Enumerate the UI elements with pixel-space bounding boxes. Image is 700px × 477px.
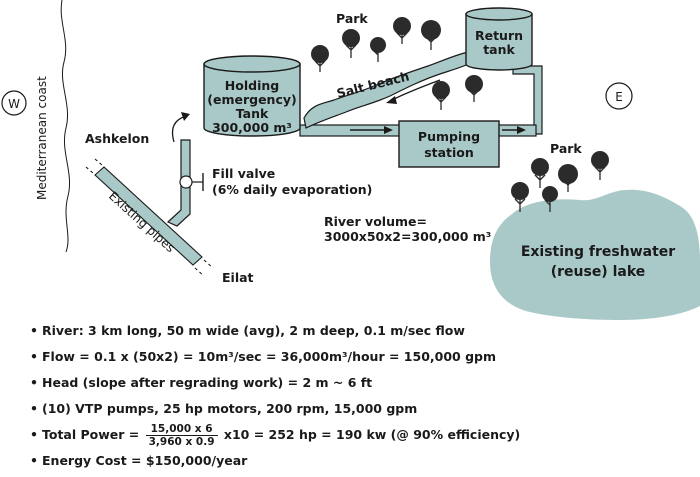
lake-label-2: (reuse) lake — [551, 264, 646, 280]
tree-icon — [342, 29, 360, 58]
tree-icon — [393, 17, 411, 44]
west-compass-circle — [1, 90, 27, 116]
freshwater-lake — [490, 189, 700, 320]
tree-icon — [531, 158, 549, 188]
pumping-station-label-2: station — [424, 145, 474, 160]
feed-pipe — [166, 139, 191, 227]
west-compass-label: W — [8, 97, 20, 111]
power-fraction: 15,000 x 6 3,960 x 0.9 — [145, 423, 218, 448]
river-volume-label-2: 3000x50x2=300,000 m³ — [324, 229, 491, 244]
note-head: Head (slope after regrading work) = 2 m … — [30, 370, 690, 396]
tree-icon — [542, 186, 558, 212]
tree-icon — [591, 151, 609, 180]
calculation-notes: River: 3 km long, 50 m wide (avg), 2 m d… — [30, 318, 690, 474]
fill-valve-sublabel: (6% daily evaporation) — [212, 182, 372, 197]
note-energy-cost: Energy Cost = $150,000/year — [30, 448, 690, 474]
return-tank-label-1: Return — [475, 28, 523, 43]
fill-valve-icon — [179, 175, 193, 189]
existing-pipes-label: Existing pipes — [106, 189, 177, 255]
note-river: River: 3 km long, 50 m wide (avg), 2 m d… — [30, 318, 690, 344]
note-flow: Flow = 0.1 x (50x2) = 10m³/sec = 36,000m… — [30, 344, 690, 370]
pumping-station — [398, 120, 500, 168]
power-prefix: Total Power = — [42, 427, 140, 442]
coast-label: Mediterranean coast — [35, 76, 49, 200]
salt-beach-arrow — [391, 79, 441, 101]
river-volume-label-1: River volume= — [324, 214, 427, 229]
lake-label-1: Existing freshwater — [521, 244, 675, 260]
note-pumps: (10) VTP pumps, 25 hp motors, 200 rpm, 1… — [30, 396, 690, 422]
tree-icon — [421, 20, 441, 50]
return-pipe — [504, 65, 543, 135]
eilat-label: Eilat — [222, 270, 254, 285]
holding-tank-label-4: 300,000 m³ — [212, 120, 292, 135]
fill-valve-label: Fill valve — [212, 166, 275, 181]
power-suffix: x10 = 252 hp = 190 kw (@ 90% efficiency) — [223, 427, 521, 442]
salt-beach-river — [303, 51, 480, 129]
coastline — [60, 0, 70, 253]
return-tank — [465, 7, 533, 71]
holding-tank-label-1: Holding — [225, 78, 279, 93]
note-total-power: Total Power = 15,000 x 6 3,960 x 0.9 x10… — [30, 422, 690, 448]
tree-icon — [465, 75, 483, 102]
tree-icon — [511, 182, 529, 212]
tree-icon — [432, 81, 450, 110]
holding-tank — [203, 55, 301, 137]
tree-icon — [370, 37, 386, 62]
tree-icon — [311, 45, 329, 72]
pumping-station-label-1: Pumping — [418, 129, 480, 144]
ashkelon-label: Ashkelon — [85, 131, 149, 146]
power-numerator: 15,000 x 6 — [145, 423, 218, 436]
park-label-top: Park — [336, 11, 368, 26]
holding-tank-label-3: Tank — [236, 106, 269, 121]
power-denominator: 3,960 x 0.9 — [148, 436, 215, 448]
return-tank-label-2: tank — [483, 42, 515, 57]
existing-pipes — [85, 158, 214, 277]
east-compass-label: E — [615, 90, 623, 104]
holding-tank-label-2: (emergency) — [207, 92, 296, 107]
tree-icon — [558, 164, 578, 192]
park-label-right: Park — [550, 141, 582, 156]
east-compass-circle — [605, 82, 633, 110]
